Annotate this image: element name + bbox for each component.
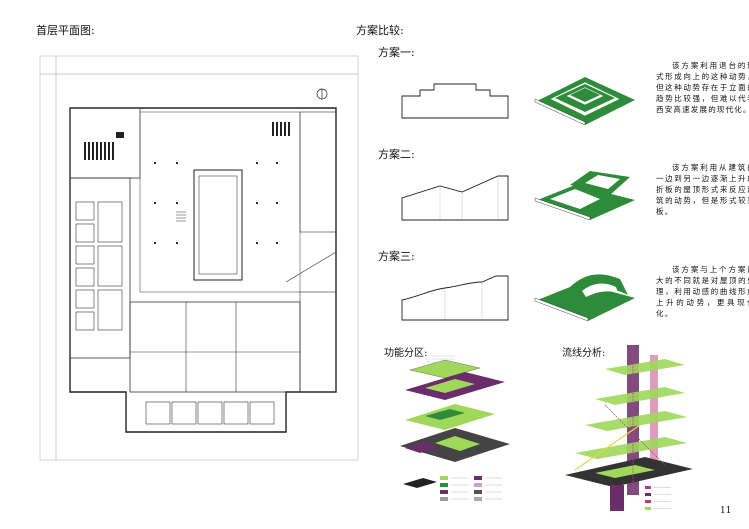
scheme-2-massing	[534, 171, 635, 221]
scheme-3-label: 方案三:	[378, 250, 415, 263]
scheme-1-massing	[534, 77, 635, 126]
scheme-3-elevation	[401, 275, 509, 321]
scheme-2-elevation	[401, 175, 509, 221]
circulation-zone-diagram	[565, 345, 693, 511]
scheme-2-label: 方案二:	[378, 148, 415, 161]
circulation-zone-title: 流线分析:	[562, 348, 606, 359]
page-number: 11	[720, 506, 732, 516]
function-zone-diagram	[400, 355, 510, 488]
floor-plan-drawing	[39, 55, 359, 461]
scheme-2-description: 该方案利用从建筑的一边到另一边逐渐上升的折板的屋顶形式来反应建筑的动势，但是形式…	[656, 163, 749, 216]
function-zone-legend	[440, 476, 502, 501]
scheme-3-description: 该方案与上个方案最大的不同就是对屋顶的处理，利用动感的曲线形成上升的动势，更具现…	[656, 265, 749, 318]
scheme-3-massing	[534, 274, 635, 322]
scheme-1-elevation	[401, 83, 509, 119]
comparison-title: 方案比较:	[356, 24, 404, 37]
function-zone-title: 功能分区:	[384, 348, 428, 359]
scheme-1-description: 该方案利用退台的形式形成向上的这种动势，但这种动势存在于立面的趋势比较强，但难以…	[656, 61, 749, 114]
scheme-1-label: 方案一:	[378, 46, 415, 59]
floor-plan-title: 首层平面图:	[36, 24, 95, 37]
circulation-zone-legend	[645, 486, 671, 510]
